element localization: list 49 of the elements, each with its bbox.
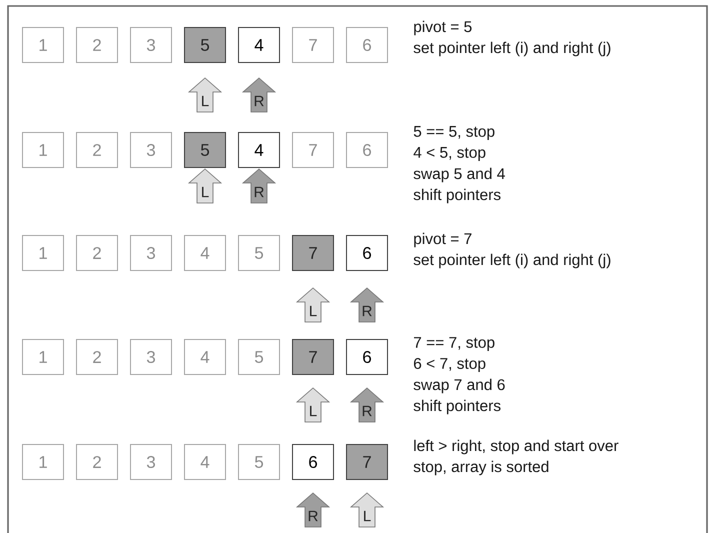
note-text: left > right, stop and start over: [414, 440, 618, 454]
array-cell: 7: [292, 27, 334, 63]
array-cell: 6: [346, 235, 388, 271]
array-cell: 3: [130, 235, 172, 271]
array-cell: 3: [130, 132, 172, 168]
array-cell: 5: [184, 27, 226, 63]
array-cell: 2: [76, 27, 118, 63]
note-text: shift pointers: [414, 400, 500, 414]
array-cell: 5: [184, 132, 226, 168]
array-cell: 7: [292, 235, 334, 271]
array-cell: 4: [238, 27, 280, 63]
array-cell: 5: [238, 339, 280, 375]
array-cell: 4: [184, 235, 226, 271]
array-cell: 4: [184, 339, 226, 375]
array-cell: 6: [346, 27, 388, 63]
array-cell: 7: [292, 339, 334, 375]
array-cell: 2: [76, 444, 118, 480]
note-text: set pointer left (i) and right (j): [414, 254, 610, 268]
note-text: swap 7 and 6: [414, 378, 505, 394]
note-text: swap 5 and 4: [414, 168, 505, 182]
note-text: 4 < 5, stop: [414, 147, 486, 161]
array-cell: 2: [76, 235, 118, 271]
note-text: stop, array is sorted: [414, 460, 548, 476]
array-cell: 4: [184, 444, 226, 480]
note-text: pivot = 7: [414, 232, 472, 248]
note-text: 5 == 5, stop: [414, 126, 494, 140]
note-text: set pointer left (i) and right (j): [414, 42, 610, 56]
array-cell: 5: [238, 444, 280, 480]
array-cell: 4: [238, 132, 280, 168]
array-cell: 1: [22, 444, 64, 480]
array-cell: 5: [238, 235, 280, 271]
array-cell: 3: [130, 339, 172, 375]
array-cell: 7: [292, 132, 334, 168]
array-cell: 3: [130, 444, 172, 480]
array-cell: 3: [130, 27, 172, 63]
note-text: 6 < 7, stop: [414, 358, 486, 372]
note-text: shift pointers: [414, 188, 500, 204]
note-text: pivot = 5: [414, 20, 472, 36]
array-cell: 2: [76, 339, 118, 375]
array-cell: 6: [346, 339, 388, 375]
array-cell: 1: [22, 235, 64, 271]
array-cell: 6: [346, 132, 388, 168]
array-cell: 1: [22, 339, 64, 375]
array-cell: 2: [76, 132, 118, 168]
array-cell: 6: [292, 444, 334, 480]
array-cell: 1: [22, 132, 64, 168]
array-cell: 7: [346, 444, 388, 480]
note-text: 7 == 7, stop: [414, 337, 494, 351]
array-cell: 1: [22, 27, 64, 63]
